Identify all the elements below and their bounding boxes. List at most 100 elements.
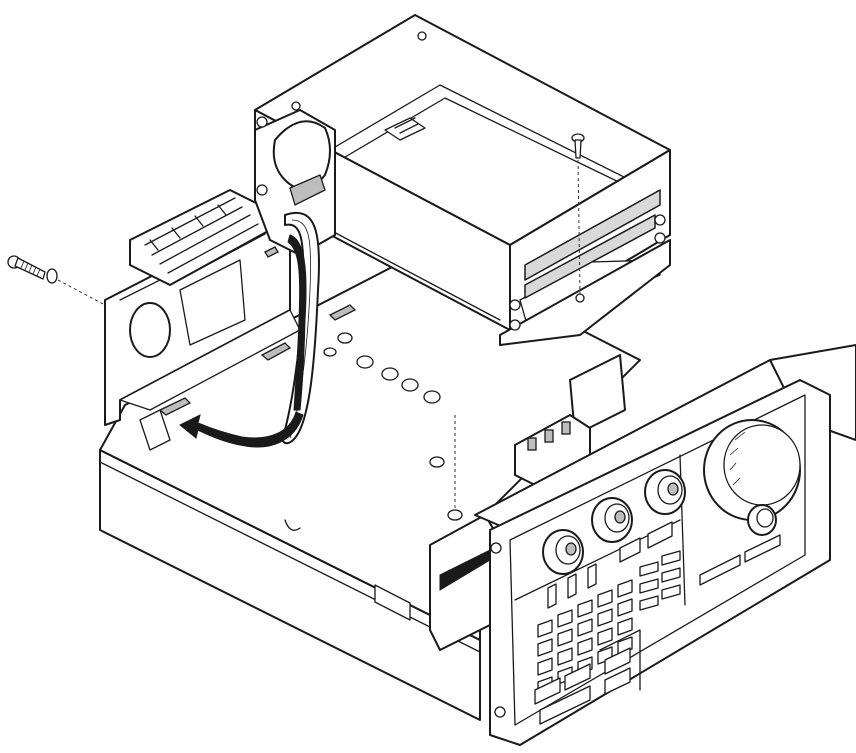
lower-key-block <box>604 667 631 695</box>
drive-slot-lower <box>524 214 656 299</box>
keypad-key <box>617 598 633 617</box>
knob-face <box>723 424 801 506</box>
floor-hole <box>401 378 419 392</box>
drive-mount-screw <box>654 232 666 244</box>
floor-holes <box>323 332 463 521</box>
drive-module <box>254 14 671 346</box>
floor-hole <box>356 355 374 369</box>
heatsink-fin <box>144 197 236 246</box>
keypad-key <box>537 619 553 638</box>
screw-guide-line <box>57 279 106 306</box>
heatsink-fin <box>151 206 243 256</box>
chassis-side-tab <box>374 584 411 621</box>
drive-mount-screw <box>417 31 427 41</box>
chassis-corner-bracket <box>139 409 171 451</box>
keypad-key <box>577 599 593 618</box>
bezel-screw <box>490 542 502 554</box>
drive-mount-screw <box>654 214 666 226</box>
routing-arrow <box>179 411 304 448</box>
drive-bracket-window <box>289 174 326 206</box>
terminal-pin <box>544 429 554 443</box>
floor-slot <box>260 342 292 361</box>
drive-mount-screw <box>509 319 521 331</box>
panel-toggle <box>587 563 597 589</box>
routing-arrow-tail <box>287 234 307 411</box>
keypad-key <box>577 637 593 656</box>
keypad-key <box>537 657 553 676</box>
terminal-block <box>514 414 591 486</box>
heatsink-fin <box>174 233 266 283</box>
bnc-connectors <box>542 469 686 575</box>
panel-toggle <box>567 573 577 599</box>
floor-slot <box>328 304 357 321</box>
keypad-key <box>597 627 613 646</box>
bnc-connector <box>542 529 584 575</box>
keypad-key <box>577 618 593 637</box>
drive-top-recess-inner <box>339 97 626 186</box>
chassis-front-notch <box>284 519 301 531</box>
keypad-key <box>597 589 613 608</box>
floor-hole <box>337 332 353 344</box>
drive-mount-screw <box>256 116 268 128</box>
screw-thread <box>20 260 41 277</box>
keypad-key <box>661 567 681 583</box>
floor-slot <box>264 246 279 258</box>
drive-label-mark <box>394 117 419 134</box>
panel-slot <box>619 537 641 563</box>
ribbon-cable <box>179 212 321 448</box>
chassis-skirt-edge <box>99 461 481 653</box>
keypad-right <box>639 550 681 611</box>
drive-mount-screws <box>256 31 666 331</box>
drive-bracket-cutout <box>272 120 331 190</box>
lower-key-block <box>604 647 631 675</box>
tuning-knob <box>703 419 801 536</box>
drive-bottom-plate <box>499 239 671 346</box>
front-panel-bezel-inner <box>509 394 806 726</box>
screw-shaft <box>14 257 46 280</box>
top-screw <box>571 133 585 296</box>
keypad-key <box>597 608 613 627</box>
floor-hole <box>447 509 463 521</box>
heatsink-fins <box>144 197 266 283</box>
keypad-key <box>617 617 633 636</box>
floor-hole <box>423 390 441 404</box>
keypad-key <box>661 550 681 566</box>
screw-shaft <box>574 139 582 159</box>
heatsink-fin <box>167 223 259 274</box>
front-panel-assembly <box>429 344 856 746</box>
knob-grip <box>729 431 746 486</box>
keypad-key <box>639 578 659 594</box>
drive-mount-screw <box>509 299 521 311</box>
drive-side-rail <box>329 229 501 321</box>
terminal-pin <box>527 437 537 451</box>
screw-guide-line <box>577 159 581 296</box>
keypad-key <box>639 561 659 577</box>
drive-label-plate <box>384 117 426 141</box>
chassis-rear-cutout <box>179 259 246 346</box>
lower-key-block <box>534 677 561 705</box>
panel-toggles <box>547 521 673 609</box>
lower-key-block <box>564 663 591 691</box>
panel-slot <box>647 521 673 549</box>
floor-slots <box>158 246 357 416</box>
drive-slot-upper <box>524 189 661 281</box>
panel-toggle <box>547 583 557 609</box>
keypad-key <box>639 595 659 611</box>
keypad-key <box>557 609 573 628</box>
knob-spindle-cap <box>756 508 774 528</box>
floor-hole <box>381 367 399 381</box>
heatsink-fin <box>159 214 251 265</box>
chassis <box>99 204 641 721</box>
chassis-rear-hole <box>129 302 171 358</box>
keypad-key <box>557 647 573 666</box>
lower-key-block <box>539 685 591 725</box>
heatsink-fin-tab <box>149 204 227 251</box>
keypad-key <box>617 579 633 598</box>
floor-hole <box>429 456 445 468</box>
bnc-connector <box>591 497 633 543</box>
panel-display-strip <box>744 534 781 563</box>
bezel-screw <box>494 706 506 718</box>
drive-mount-screw <box>291 101 301 111</box>
keypad-key <box>661 584 681 600</box>
